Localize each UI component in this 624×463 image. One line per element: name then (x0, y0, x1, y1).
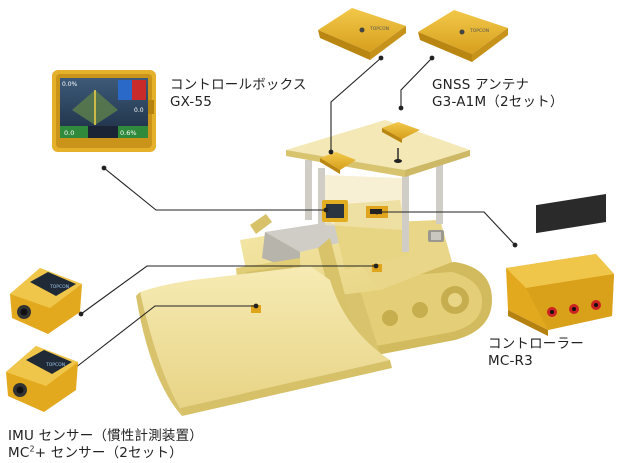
leader-line-control-box (103, 167, 326, 211)
leader-dot (323, 207, 329, 213)
leader-dot (78, 311, 84, 317)
mounted-antenna-left-icon (320, 152, 356, 174)
gnss-antenna-right-icon: TOPCON (418, 10, 508, 62)
control-box-screen-value: 0.0 (134, 107, 144, 114)
leader-line-imu-lower (74, 305, 256, 369)
gnss-antenna-label: GNSS アンテナ G3-A1M（2セット） (432, 77, 564, 111)
mounted-antenna-right-icon (382, 122, 420, 143)
imu-sensor-name: IMU センサー（慣性計測装置） (8, 428, 204, 444)
leader-dot (328, 149, 334, 155)
bulldozer-illustration (136, 120, 492, 416)
svg-text:TOPCON: TOPCON (49, 284, 69, 290)
controller-model: MC-R3 (488, 353, 533, 369)
leader-dot (398, 105, 404, 111)
controller-label: コントローラー MC-R3 (488, 336, 584, 370)
imu-sensor-upper-icon: TOPCON (10, 268, 82, 334)
leader-dot (429, 55, 435, 61)
controller-device-icon (506, 194, 614, 336)
control-box-screen-value: 0.0% (62, 81, 78, 88)
leader-dot (101, 165, 107, 171)
imu-model-sup: 2 (29, 444, 35, 454)
imu-sensor-lower-icon: TOPCON (6, 346, 78, 412)
mounted-control-box-icon (322, 200, 348, 222)
leader-dot (253, 303, 259, 309)
leader-line-imu-upper (80, 265, 376, 315)
leader-line-controller (377, 211, 516, 246)
gnss-antenna-left-icon: TOPCON (318, 8, 406, 60)
imu-model-suffix: + センサー（2セット） (34, 445, 183, 461)
controller-name: コントローラー (488, 336, 584, 352)
gnss-antenna-name: GNSS アンテナ (432, 77, 530, 93)
leader-dot (374, 209, 380, 215)
mounted-imu-lower-icon (251, 305, 261, 313)
control-box-model: GX-55 (170, 94, 213, 110)
svg-text:TOPCON: TOPCON (369, 26, 389, 32)
leader-lines (74, 57, 516, 369)
control-box-screen-value: 0.0 (64, 129, 74, 137)
svg-text:TOPCON: TOPCON (469, 28, 489, 34)
leader-dot (512, 242, 518, 248)
leader-dot (378, 55, 384, 61)
leader-dot (373, 263, 379, 269)
control-box-screen-value: 0.6% (120, 129, 137, 137)
control-box-device-icon: 0.0 0.6% 0.0% 0.0 (52, 70, 156, 152)
imu-model-prefix: MC (8, 445, 30, 461)
gnss-antenna-model: G3-A1M（2セット） (432, 94, 564, 110)
control-box-label: コントロールボックス GX-55 (170, 77, 307, 111)
imu-sensor-model: MC2+ センサー（2セット） (8, 445, 203, 462)
leader-line-gnss-left (330, 57, 382, 152)
svg-text:TOPCON: TOPCON (45, 362, 65, 368)
imu-sensor-label: IMU センサー（慣性計測装置） MC2+ センサー（2セット） (8, 428, 203, 462)
leader-line-gnss-right (400, 57, 433, 108)
control-box-name: コントロールボックス (170, 77, 307, 93)
